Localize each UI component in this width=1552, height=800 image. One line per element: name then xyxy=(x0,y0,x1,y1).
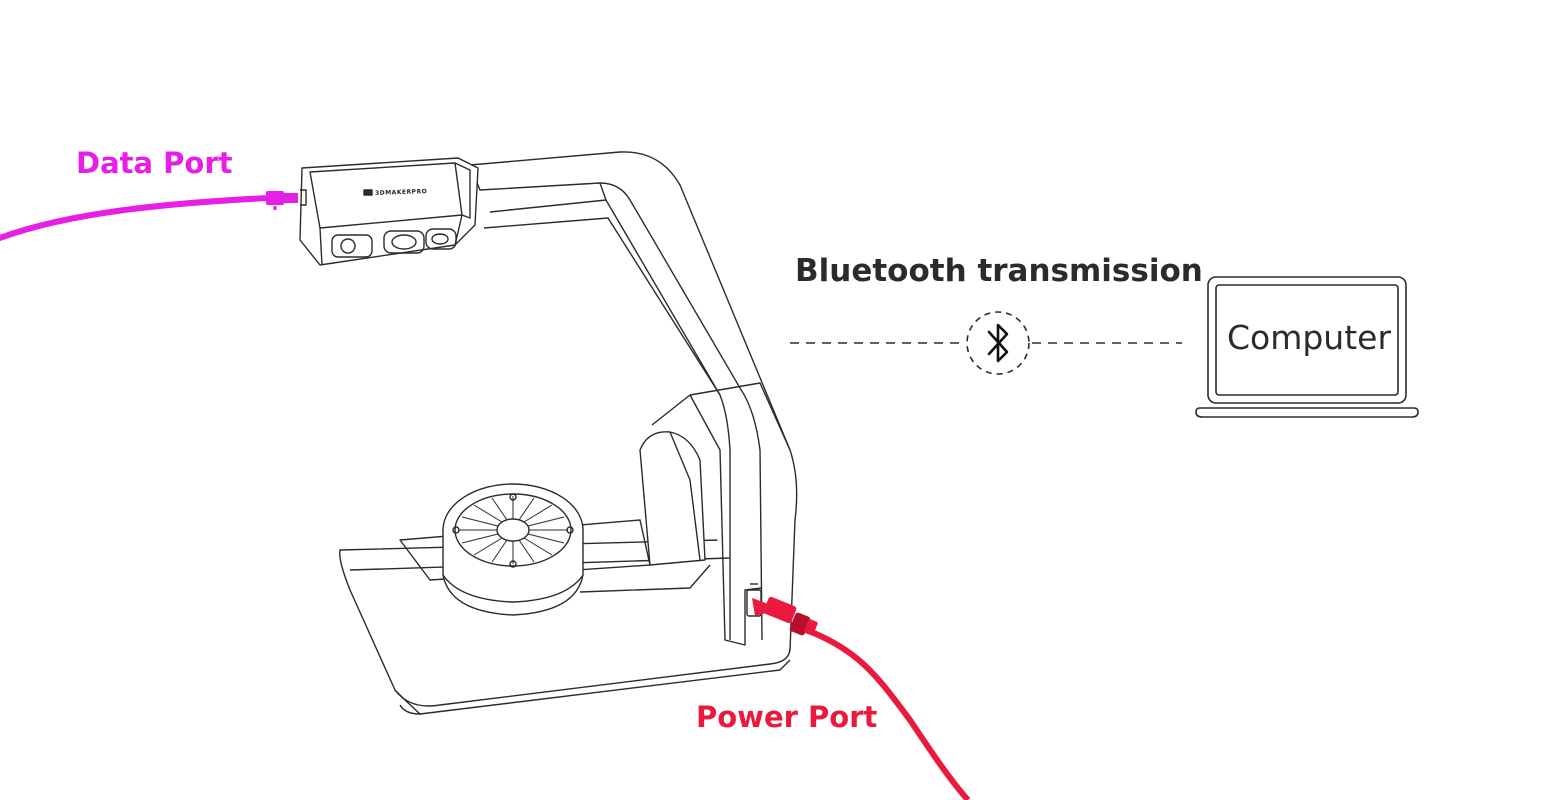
bluetooth-transmission-label: Bluetooth transmission xyxy=(795,253,1203,289)
bluetooth-icon xyxy=(987,323,1009,363)
bluetooth-link xyxy=(790,311,1182,375)
computer-label: Computer xyxy=(1226,318,1392,357)
data-cable xyxy=(0,191,298,241)
data-port-label: Data Port xyxy=(76,146,233,180)
power-cable xyxy=(752,596,971,800)
scanner-device xyxy=(299,151,798,715)
laptop-icon xyxy=(1195,276,1419,418)
power-port-label: Power Port xyxy=(696,700,878,734)
